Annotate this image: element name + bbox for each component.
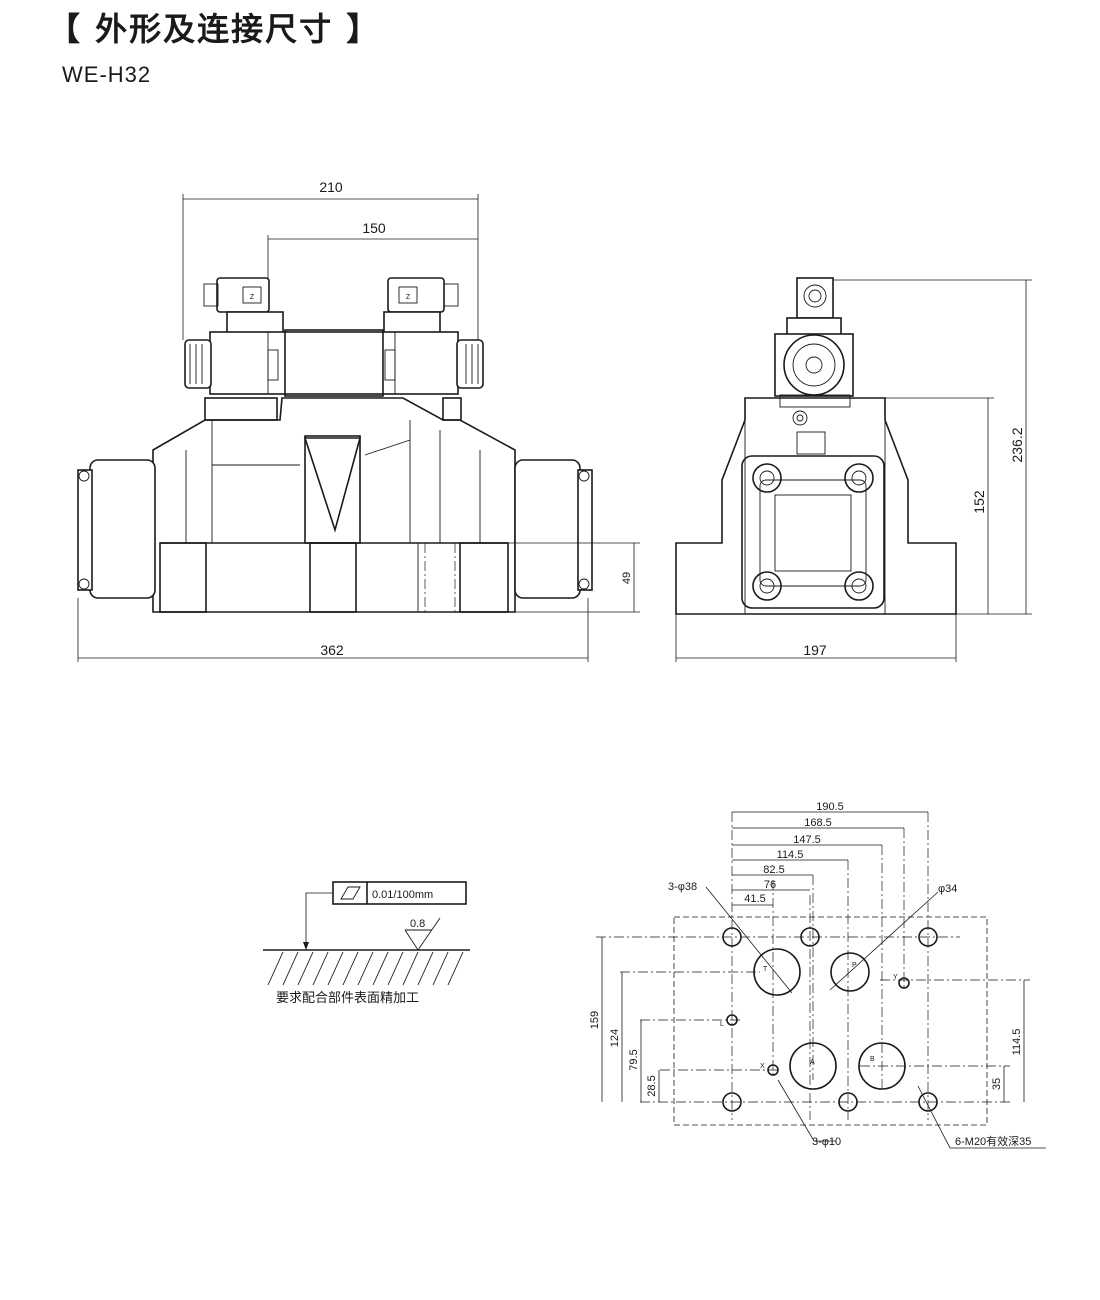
port-b-label: B bbox=[870, 1056, 875, 1063]
callouts: 3-φ38 φ34 3-φ10 6-M20有效深35 bbox=[668, 881, 1046, 1149]
side-solenoid bbox=[774, 333, 854, 408]
dim-236-label: 236.2 bbox=[1009, 427, 1025, 462]
dim-210-label: 210 bbox=[319, 179, 343, 195]
callout-pilot-p: φ34 bbox=[938, 883, 957, 895]
callout-pilot-ports: 3-φ10 bbox=[812, 1136, 841, 1148]
page-title: 【 外形及连接尺寸 】 bbox=[48, 10, 381, 48]
side-connector bbox=[786, 277, 842, 337]
top-dims: 190.5 168.5 147.5 114.5 82.5 76 41.5 bbox=[732, 801, 928, 906]
pilot-valve bbox=[184, 329, 484, 421]
dim-114-5-top: 114.5 bbox=[777, 849, 804, 861]
dim-76: 76 bbox=[764, 879, 776, 891]
dim-147-5: 147.5 bbox=[793, 834, 821, 846]
side-view: 152 236.2 197 bbox=[675, 277, 1032, 662]
main-ports: T P A B bbox=[753, 948, 906, 1090]
hatching bbox=[267, 951, 464, 986]
dim-79-5: 79.5 bbox=[628, 1049, 640, 1070]
port-p-label: P bbox=[852, 962, 857, 969]
dim-41-5: 41.5 bbox=[744, 893, 765, 905]
dim-49: 49 bbox=[460, 542, 640, 613]
front-view: 210 150 Z Z bbox=[77, 179, 640, 662]
dim-150-label: 150 bbox=[362, 220, 386, 236]
port-y-label: Y bbox=[893, 974, 898, 981]
dim-114-5-right: 114.5 bbox=[1011, 1029, 1023, 1056]
dim-168-5: 168.5 bbox=[804, 817, 832, 829]
callout-main-ports: 3-φ38 bbox=[668, 881, 697, 893]
dim-150: 150 bbox=[267, 220, 478, 282]
dim-362: 362 bbox=[77, 598, 589, 662]
dim-28-5: 28.5 bbox=[646, 1075, 658, 1096]
model-code: WE-H32 bbox=[62, 62, 152, 87]
left-dims: 159 124 79.5 28.5 bbox=[589, 937, 660, 1102]
dim-236: 236.2 bbox=[833, 279, 1032, 615]
main-valve-body bbox=[77, 397, 593, 613]
dim-124: 124 bbox=[609, 1029, 621, 1047]
dim-35: 35 bbox=[991, 1078, 1003, 1090]
roughness-label: 0.8 bbox=[410, 918, 425, 930]
solenoid-connector-left: Z bbox=[203, 277, 284, 334]
thread-holes bbox=[722, 927, 938, 1112]
flange-bolts bbox=[752, 463, 874, 601]
solenoid-connector-right: Z bbox=[383, 277, 459, 334]
callout-threads: 6-M20有效深35 bbox=[955, 1134, 1031, 1148]
port-a-label: A bbox=[810, 1059, 815, 1066]
dim-49-label: 49 bbox=[621, 572, 633, 584]
dim-159: 159 bbox=[589, 1011, 601, 1029]
svg-text:Z: Z bbox=[406, 294, 411, 301]
side-body bbox=[675, 397, 957, 615]
port-t-label: T bbox=[763, 966, 768, 973]
port-l-label: L bbox=[720, 1021, 724, 1028]
dim-362-label: 362 bbox=[320, 642, 344, 658]
surface-note: 要求配合部件表面精加工 bbox=[276, 991, 419, 1006]
surface-spec: 0.01/100mm 0.8 要求配合部件表面精加工 bbox=[263, 881, 470, 1006]
dim-210: 210 bbox=[182, 179, 479, 340]
flatness-label: 0.01/100mm bbox=[372, 889, 433, 901]
mounting-face: T P A B Y L X 190.5 168.5 147.5 114.5 bbox=[589, 801, 1046, 1149]
svg-text:Z: Z bbox=[250, 294, 255, 301]
dim-190-5: 190.5 bbox=[816, 801, 844, 813]
dim-197-label: 197 bbox=[803, 642, 827, 658]
right-dims: 114.5 35 bbox=[991, 980, 1025, 1102]
port-x-label: X bbox=[760, 1063, 765, 1070]
dim-82-5: 82.5 bbox=[763, 864, 784, 876]
dim-152-label: 152 bbox=[971, 490, 987, 514]
dim-197: 197 bbox=[675, 614, 957, 662]
dim-152: 152 bbox=[885, 397, 994, 615]
pilot-ports: Y L X bbox=[720, 974, 910, 1076]
